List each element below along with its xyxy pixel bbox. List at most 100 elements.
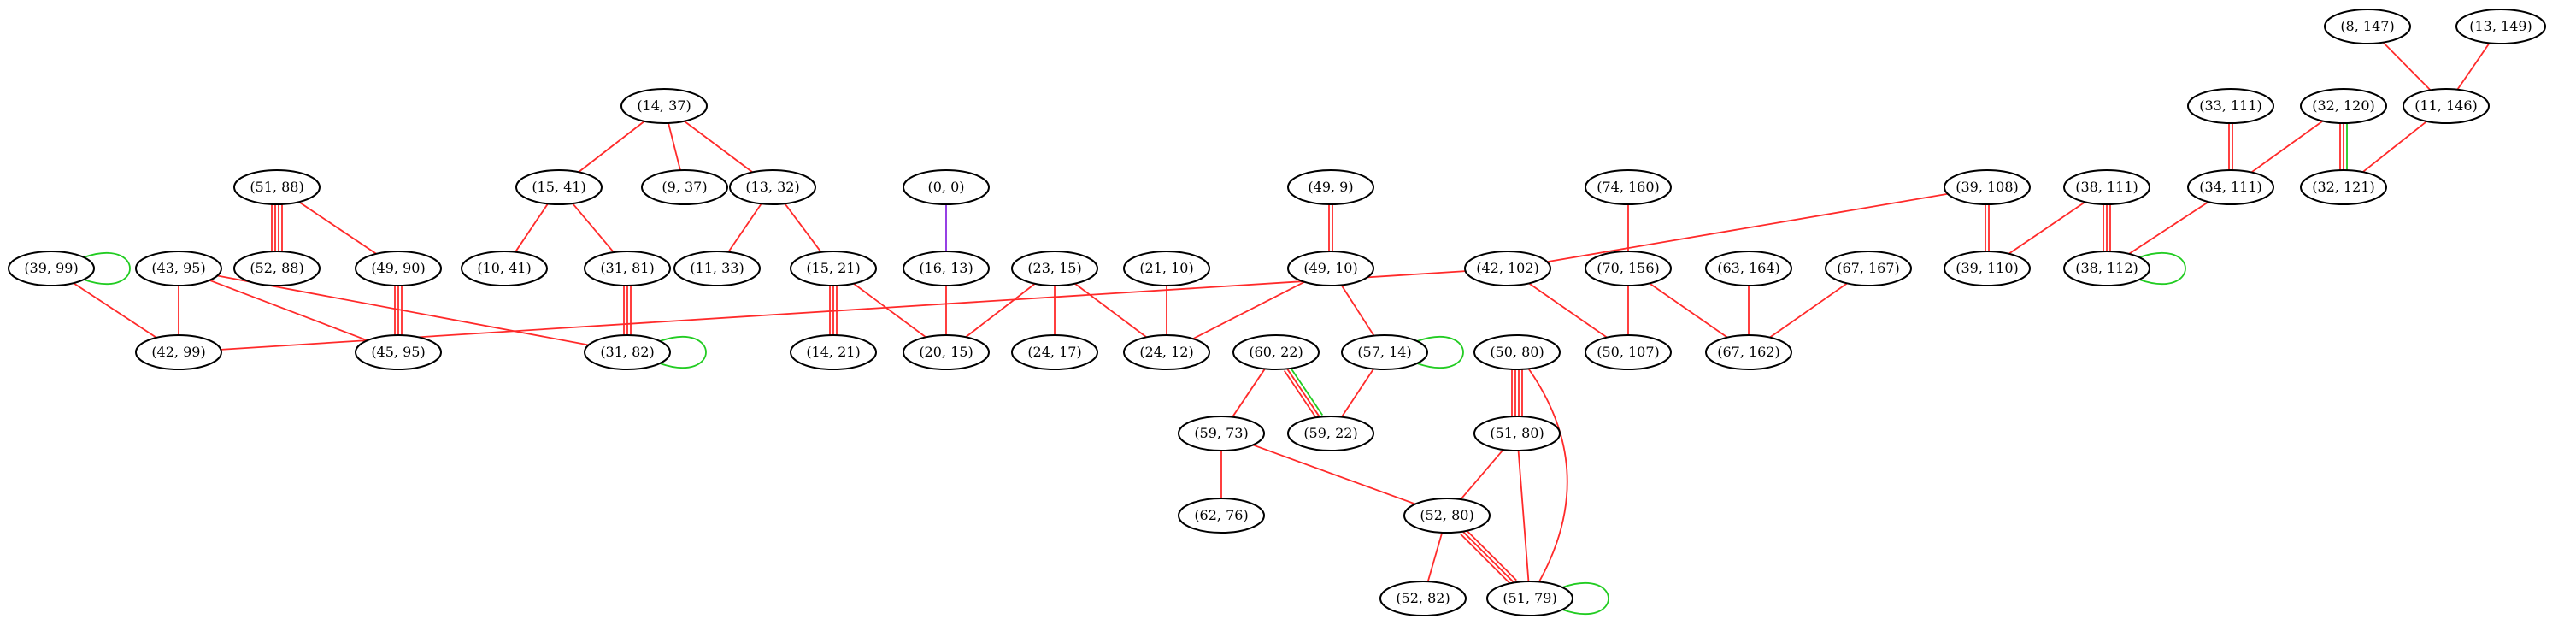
nodes-layer: (8, 147) (13, 149) (11, 146) (33, 111) (32, …	[8, 9, 2546, 616]
node-0_0[interactable]: (0, 0)	[903, 169, 990, 205]
node-ellipse-62_76	[1178, 498, 1265, 534]
node-39_108[interactable]: (39, 108)	[1944, 169, 2031, 205]
edge-49_10-57_14	[1340, 284, 1375, 337]
node-ellipse-13_32	[729, 169, 816, 205]
node-60_22[interactable]: (60, 22)	[1232, 334, 1320, 370]
edge-52_80-52_82	[1426, 532, 1444, 582]
node-50_80[interactable]: (50, 80)	[1473, 334, 1561, 370]
node-label-49_10: (49, 10)	[1303, 260, 1357, 276]
node-42_102[interactable]: (42, 102)	[1464, 251, 1551, 286]
node-57_14[interactable]: (57, 14)	[1341, 334, 1428, 370]
node-ellipse-14_37	[620, 88, 708, 124]
node-15_41[interactable]: (15, 41)	[515, 169, 603, 205]
edge-15_41-10_41	[515, 203, 549, 253]
node-label-11_33: (11, 33)	[690, 260, 744, 276]
node-label-67_167: (67, 167)	[1837, 260, 1900, 276]
node-51_80[interactable]: (51, 80)	[1473, 416, 1561, 451]
node-62_76[interactable]: (62, 76)	[1178, 498, 1265, 534]
node-ellipse-11_33	[673, 251, 761, 286]
node-ellipse-60_22	[1232, 334, 1320, 370]
node-31_81[interactable]: (31, 81)	[584, 251, 671, 286]
node-label-50_80: (50, 80)	[1490, 344, 1544, 360]
node-ellipse-52_82	[1379, 581, 1467, 616]
node-51_79[interactable]: (51, 79)	[1486, 581, 1573, 616]
node-59_22[interactable]: (59, 22)	[1287, 416, 1374, 451]
node-label-70_156: (70, 156)	[1597, 260, 1660, 276]
edge-67_167-67_162	[1769, 282, 1848, 339]
node-9_37[interactable]: (9, 37)	[641, 169, 728, 205]
self-loop-38_112	[2138, 252, 2186, 285]
node-67_167[interactable]: (67, 167)	[1825, 251, 1912, 286]
node-ellipse-38_112	[2063, 251, 2150, 286]
node-label-14_21: (14, 21)	[806, 344, 860, 360]
node-70_156[interactable]: (70, 156)	[1585, 251, 1672, 286]
node-45_95[interactable]: (45, 95)	[355, 334, 442, 370]
node-ellipse-42_102	[1464, 251, 1551, 286]
node-59_73[interactable]: (59, 73)	[1178, 416, 1265, 451]
node-label-49_9: (49, 9)	[1308, 179, 1353, 195]
node-21_10[interactable]: (21, 10)	[1123, 251, 1210, 286]
node-38_111[interactable]: (38, 111)	[2063, 169, 2150, 205]
edge-34_111-38_112	[2128, 201, 2209, 255]
node-ellipse-63_164	[1705, 251, 1792, 286]
node-38_112[interactable]: (38, 112)	[2063, 251, 2150, 286]
node-14_21[interactable]: (14, 21)	[790, 334, 877, 370]
node-ellipse-32_121	[2300, 169, 2387, 205]
edge-14_37-9_37	[668, 122, 681, 171]
node-63_164[interactable]: (63, 164)	[1705, 251, 1792, 286]
node-15_21[interactable]: (15, 21)	[790, 251, 877, 286]
node-23_15[interactable]: (23, 15)	[1011, 251, 1098, 286]
node-74_160[interactable]: (74, 160)	[1585, 169, 1672, 205]
node-52_82[interactable]: (52, 82)	[1379, 581, 1467, 616]
node-49_9[interactable]: (49, 9)	[1287, 169, 1374, 205]
node-52_88[interactable]: (52, 88)	[233, 251, 321, 286]
node-43_95[interactable]: (43, 95)	[135, 251, 222, 286]
node-50_107[interactable]: (50, 107)	[1585, 334, 1672, 370]
node-8_147[interactable]: (8, 147)	[2324, 9, 2411, 44]
node-39_99[interactable]: (39, 99)	[8, 251, 95, 286]
edge-60_22-59_22-3	[1283, 370, 1318, 420]
edge-60_22-59_22-2	[1286, 368, 1320, 418]
edge-38_111-39_110	[2008, 201, 2086, 255]
node-ellipse-0_0	[903, 169, 990, 205]
node-label-63_164: (63, 164)	[1717, 260, 1780, 276]
node-ellipse-13_149	[2455, 9, 2546, 44]
node-67_162[interactable]: (67, 162)	[1705, 334, 1792, 370]
node-39_110[interactable]: (39, 110)	[1944, 251, 2031, 286]
node-14_37[interactable]: (14, 37)	[620, 88, 708, 124]
node-32_121[interactable]: (32, 121)	[2300, 169, 2387, 205]
node-31_82[interactable]: (31, 82)	[584, 334, 671, 370]
node-52_80[interactable]: (52, 80)	[1403, 498, 1491, 534]
node-20_15[interactable]: (20, 15)	[903, 334, 990, 370]
node-label-39_110: (39, 110)	[1956, 260, 2019, 276]
node-42_99[interactable]: (42, 99)	[135, 334, 222, 370]
node-ellipse-15_21	[790, 251, 877, 286]
node-34_111[interactable]: (34, 111)	[2187, 169, 2274, 205]
node-13_32[interactable]: (13, 32)	[729, 169, 816, 205]
node-label-21_10: (21, 10)	[1139, 260, 1193, 276]
node-10_41[interactable]: (10, 41)	[461, 251, 548, 286]
node-24_17[interactable]: (24, 17)	[1011, 334, 1098, 370]
node-24_12[interactable]: (24, 12)	[1123, 334, 1210, 370]
self-loop-57_14	[1416, 336, 1464, 369]
node-33_111[interactable]: (33, 111)	[2187, 88, 2274, 124]
node-49_90[interactable]: (49, 90)	[355, 251, 442, 286]
node-label-42_99: (42, 99)	[151, 344, 205, 360]
node-49_10[interactable]: (49, 10)	[1287, 251, 1374, 286]
node-ellipse-59_73	[1178, 416, 1265, 451]
node-label-43_95: (43, 95)	[151, 260, 205, 276]
node-11_33[interactable]: (11, 33)	[673, 251, 761, 286]
node-label-39_108: (39, 108)	[1956, 179, 2019, 195]
node-51_88[interactable]: (51, 88)	[233, 169, 321, 205]
node-label-15_21: (15, 21)	[806, 260, 860, 276]
edge-14_37-13_32	[684, 120, 753, 174]
node-32_120[interactable]: (32, 120)	[2300, 88, 2387, 124]
edge-43_95-45_95	[209, 279, 368, 342]
node-ellipse-50_80	[1473, 334, 1561, 370]
node-13_149[interactable]: (13, 149)	[2455, 9, 2546, 44]
node-16_13[interactable]: (16, 13)	[903, 251, 990, 286]
node-ellipse-52_88	[233, 251, 321, 286]
edge-23_15-24_12	[1074, 282, 1147, 339]
node-label-34_111: (34, 111)	[2199, 179, 2262, 195]
node-11_146[interactable]: (11, 146)	[2403, 88, 2490, 124]
